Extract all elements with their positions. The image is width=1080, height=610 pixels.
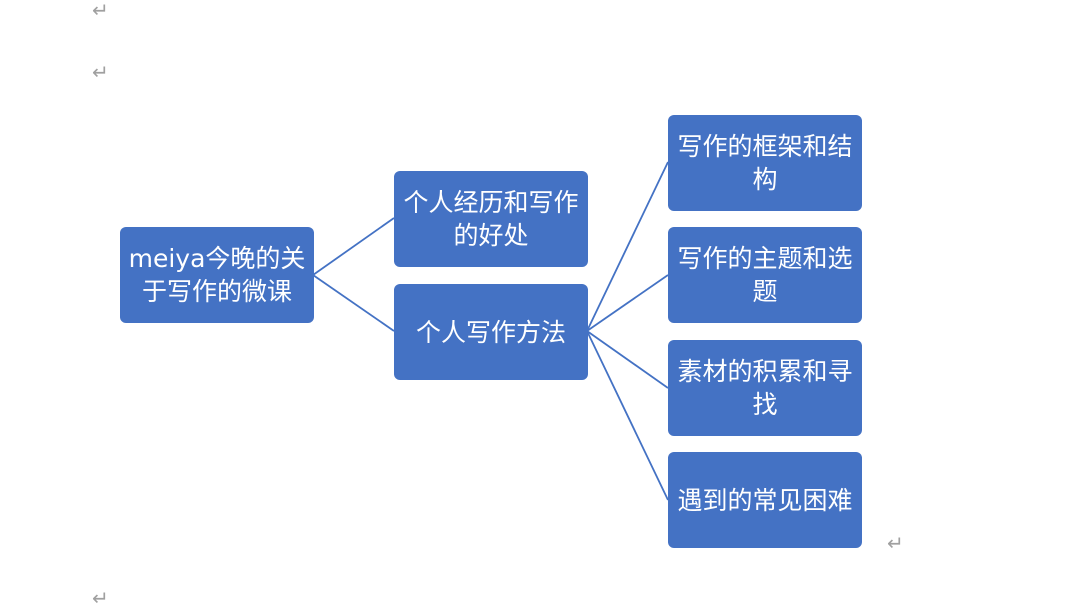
root-node-label: meiya今晚的关于写作的微课 <box>128 244 306 306</box>
paragraph-mark-1: ↵ <box>92 0 109 22</box>
connector-level1-2-to-level2-1 <box>586 161 669 332</box>
level2-node-1[interactable]: 写作的框架和结构 <box>668 115 862 211</box>
level2-node-3-label: 素材的积累和寻找 <box>677 357 853 419</box>
level2-node-1-label: 写作的框架和结构 <box>677 132 853 194</box>
level2-node-3[interactable]: 素材的积累和寻找 <box>668 340 862 436</box>
paragraph-mark-3: ↵ <box>887 531 904 555</box>
root-node[interactable]: meiya今晚的关于写作的微课 <box>120 227 314 323</box>
level2-node-2-label: 写作的主题和选题 <box>677 244 853 306</box>
level2-node-2[interactable]: 写作的主题和选题 <box>668 227 862 323</box>
level2-node-4[interactable]: 遇到的常见困难 <box>668 452 862 548</box>
connector-level1-2-to-level2-3 <box>586 330 669 389</box>
level1-node-2-label: 个人写作方法 <box>415 317 566 347</box>
paragraph-mark-2: ↵ <box>92 60 109 84</box>
level2-node-4-label: 遇到的常见困难 <box>677 485 853 515</box>
level1-node-1[interactable]: 个人经历和写作的好处 <box>394 171 588 267</box>
connector-root-to-level1-1 <box>312 217 395 276</box>
connector-level1-2-to-level2-4 <box>586 330 669 501</box>
connector-level1-2-to-level2-2 <box>586 274 669 332</box>
level1-node-1-label: 个人经历和写作的好处 <box>403 188 579 250</box>
paragraph-mark-4: ↵ <box>92 586 109 610</box>
connector-root-to-level1-2 <box>312 274 395 332</box>
level1-node-2[interactable]: 个人写作方法 <box>394 284 588 380</box>
